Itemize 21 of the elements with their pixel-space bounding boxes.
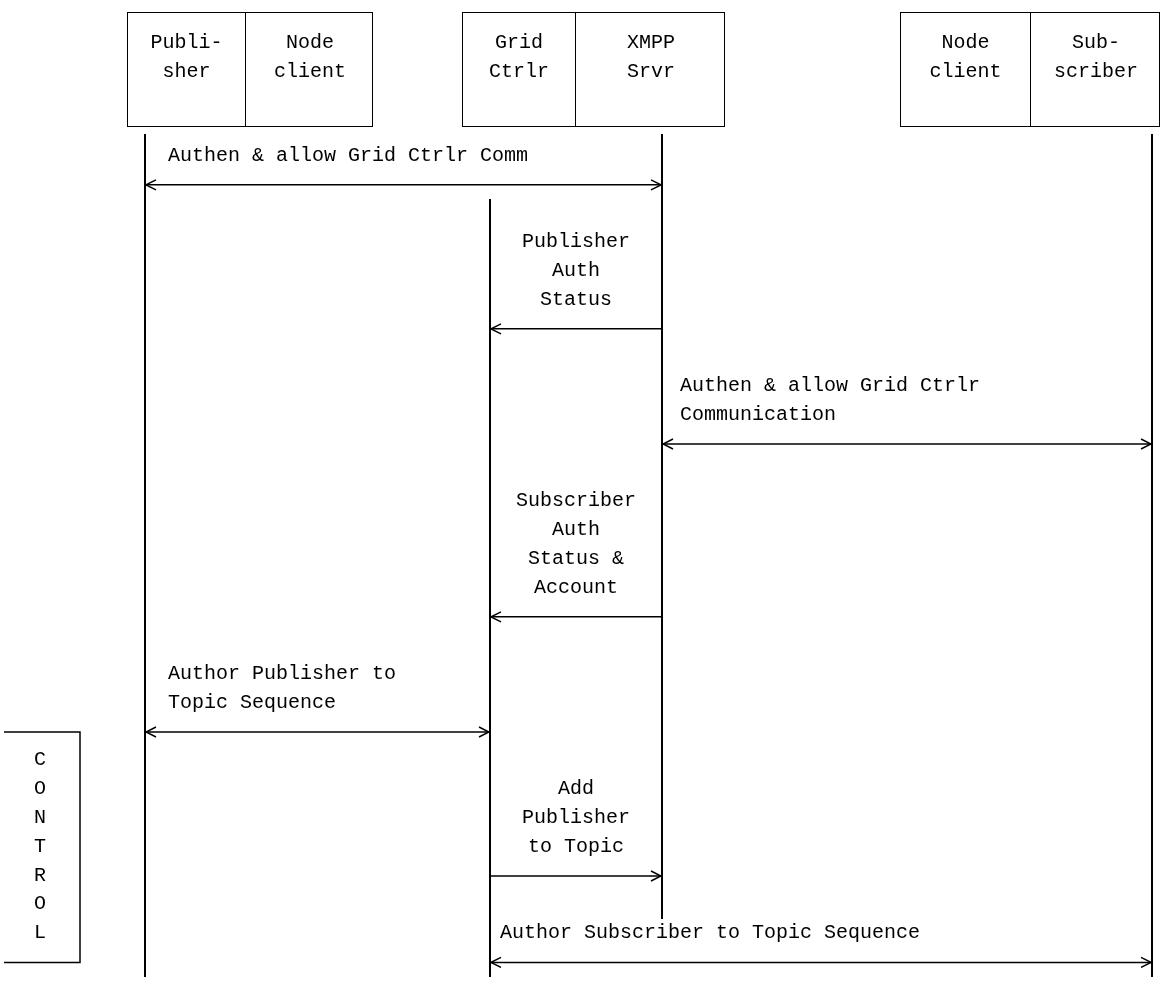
participant-label: XMPP Srvr <box>626 30 676 85</box>
message-arrow <box>145 179 662 191</box>
participant-label: Publi- sher <box>149 30 224 85</box>
message-arrow <box>490 323 662 335</box>
message-arrow <box>662 438 1152 450</box>
participant-group <box>900 12 1160 128</box>
participant-group <box>127 12 373 128</box>
lifeline <box>144 134 146 977</box>
participant-label: Node client <box>273 30 347 85</box>
vertical-label: CONTROL <box>33 747 47 947</box>
participant-label: Grid Ctrlr <box>488 30 550 85</box>
message-arrow <box>490 611 662 623</box>
lifeline <box>489 199 491 977</box>
message-arrow <box>490 870 662 882</box>
lifeline <box>1151 134 1153 977</box>
participant-label: Node client <box>928 30 1003 85</box>
message-arrow <box>490 956 1152 969</box>
message-arrow <box>145 726 490 738</box>
participant-label: Sub- scriber <box>1054 30 1138 85</box>
participant-group <box>462 12 725 128</box>
lifeline <box>661 134 663 920</box>
